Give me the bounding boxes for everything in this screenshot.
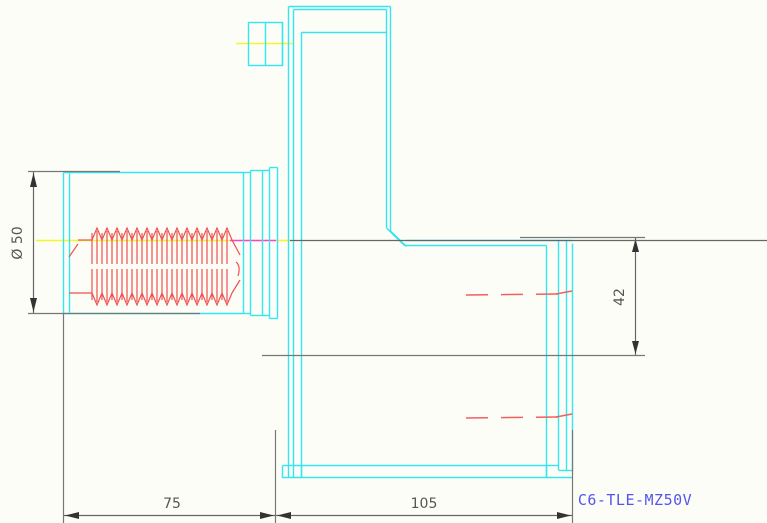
arrow-75-left — [65, 512, 79, 519]
dim-text-length-105: 105 — [411, 496, 438, 512]
dimension-diameter-50[interactable]: Ø 50 — [10, 170, 200, 315]
arrow-105-left — [277, 512, 291, 519]
arrow-d50-bottom — [30, 298, 37, 312]
part-number-label: C6-TLE-MZ50V — [578, 491, 692, 509]
hidden-bore-line-group — [465, 290, 573, 419]
hidden-bore-line-lower — [465, 416, 561, 419]
arrow-42-top — [632, 239, 639, 252]
dim-text-length-75: 75 — [163, 496, 181, 512]
arrow-d50-top — [30, 173, 37, 187]
tool-holder-body — [62, 5, 574, 479]
dimension-length-105[interactable]: 105 — [276, 430, 574, 523]
top-boss — [247, 21, 284, 67]
dim-text-diameter-50: Ø 50 — [10, 226, 26, 259]
dimension-height-42[interactable]: 42 — [262, 236, 645, 357]
dim-text-height-42: 42 — [612, 288, 628, 306]
thread-runout — [68, 239, 241, 294]
arrow-105-right — [557, 512, 571, 519]
thread-root-upper — [91, 231, 228, 264]
external-thread-profile — [68, 226, 241, 307]
vertical-column — [287, 5, 407, 478]
axis-centerline-group — [36, 42, 293, 242]
arrow-42-bottom — [632, 341, 639, 354]
hidden-bore-line-upper-tail — [555, 290, 573, 295]
thread-root-lower — [91, 269, 228, 302]
hidden-bore-line-upper — [465, 293, 561, 296]
arrow-75-right — [260, 512, 274, 519]
hidden-bore-line-lower-tail — [555, 413, 573, 418]
dimension-length-75[interactable]: 75 — [62, 313, 277, 523]
horizontal-barrel — [281, 239, 574, 479]
